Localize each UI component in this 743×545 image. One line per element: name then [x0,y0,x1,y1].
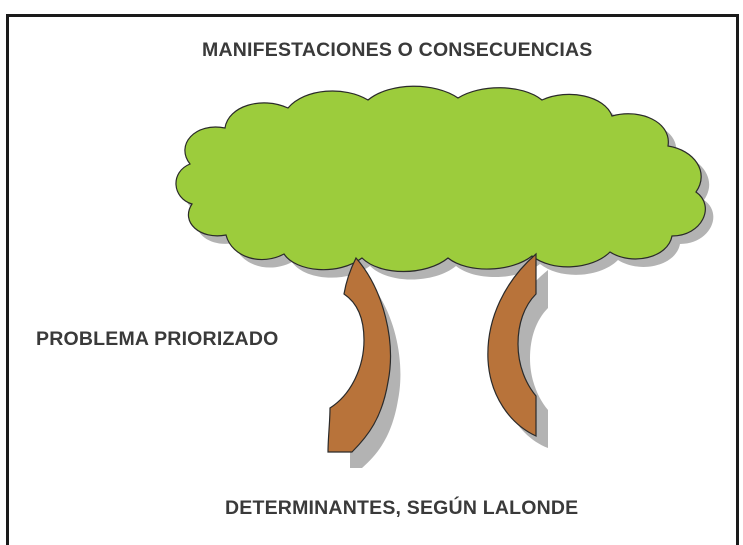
right-trunk [487,252,537,437]
determinants-label: DETERMINANTES, SEGÚN LALONDE [225,497,579,519]
consequences-label: MANIFESTACIONES O CONSECUENCIAS [202,39,593,61]
canopy [175,85,706,273]
diagram-frame [6,14,739,545]
left-trunk [327,256,391,453]
problem-label: PROBLEMA PRIORIZADO [36,328,279,350]
